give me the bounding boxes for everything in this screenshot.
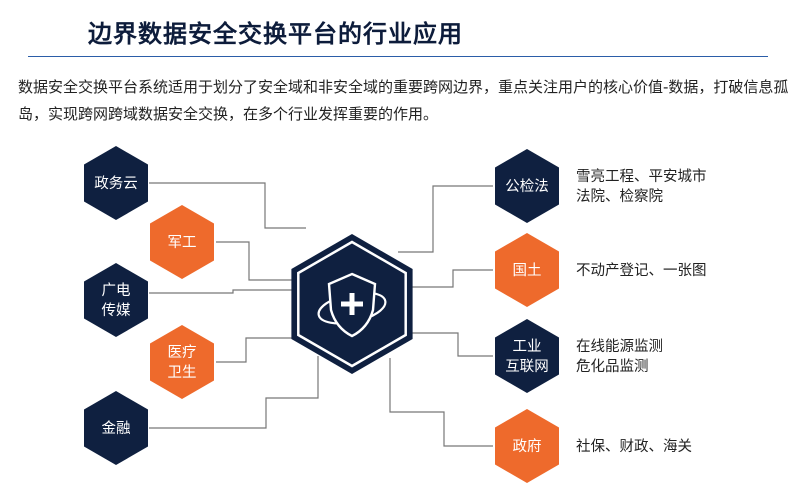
left-node-1: 政务云 (84, 146, 148, 220)
intro-paragraph: 数据安全交换平台系统适用于划分了安全域和非安全域的重要跨网边界，重点关注用户的核… (18, 78, 789, 123)
right-description: 不动产登记、一张图 (576, 262, 707, 279)
left-label: 广电 (102, 282, 131, 299)
right-node-2: 国土 (495, 233, 559, 307)
connector-lines (149, 182, 493, 447)
left-label: 政务云 (94, 175, 138, 192)
right-description: 社保、财政、海关 (576, 438, 692, 455)
left-connector-1 (149, 182, 306, 229)
right-connector-3 (405, 332, 493, 357)
right-description: 法院、检察院 (576, 187, 663, 205)
center-hexagon (291, 234, 413, 374)
right-description: 危化品监测 (576, 358, 649, 375)
right-hexagon (495, 319, 559, 393)
right-connector-1 (398, 185, 493, 253)
right-connector-4 (389, 358, 493, 447)
title-underline (28, 56, 768, 57)
right-hexagon (495, 149, 559, 223)
left-label: 传媒 (102, 302, 131, 319)
right-connector-2 (412, 269, 493, 288)
right-label: 国土 (513, 262, 542, 279)
left-label: 军工 (168, 235, 197, 251)
right-description: 在线能源监测 (576, 338, 663, 355)
left-connector-3 (149, 289, 292, 294)
left-hexagon (84, 146, 148, 220)
right-label: 工业 (513, 338, 542, 355)
right-description: 雪亮工程、平安城市 (576, 168, 707, 185)
left-hexagon (150, 325, 214, 399)
left-node-5: 金融 (84, 391, 148, 465)
left-label: 卫生 (168, 364, 197, 381)
right-hexagon (495, 233, 559, 307)
left-hexagon (84, 391, 148, 465)
title-bar: 边界数据安全交换平台的行业应用 (0, 0, 800, 66)
right-hexagon (495, 409, 559, 483)
center-hexagon-ring (297, 240, 407, 368)
right-label: 政府 (513, 438, 542, 455)
left-hexagon (150, 205, 214, 279)
right-node-4: 政府 (495, 409, 559, 483)
page-title: 边界数据安全交换平台的行业应用 (88, 20, 463, 48)
left-label: 医疗 (168, 344, 197, 361)
left-connector-4 (216, 337, 296, 363)
left-label: 金融 (102, 420, 131, 437)
right-label: 互联网 (505, 358, 549, 375)
right-node-1: 公检法 (495, 149, 559, 223)
left-connector-2 (216, 241, 296, 281)
left-hexagon (84, 263, 148, 337)
left-connector-5 (149, 356, 319, 429)
right-label: 公检法 (505, 178, 549, 195)
shield-plus-icon (317, 272, 387, 338)
left-node-2: 军工 (150, 205, 214, 279)
